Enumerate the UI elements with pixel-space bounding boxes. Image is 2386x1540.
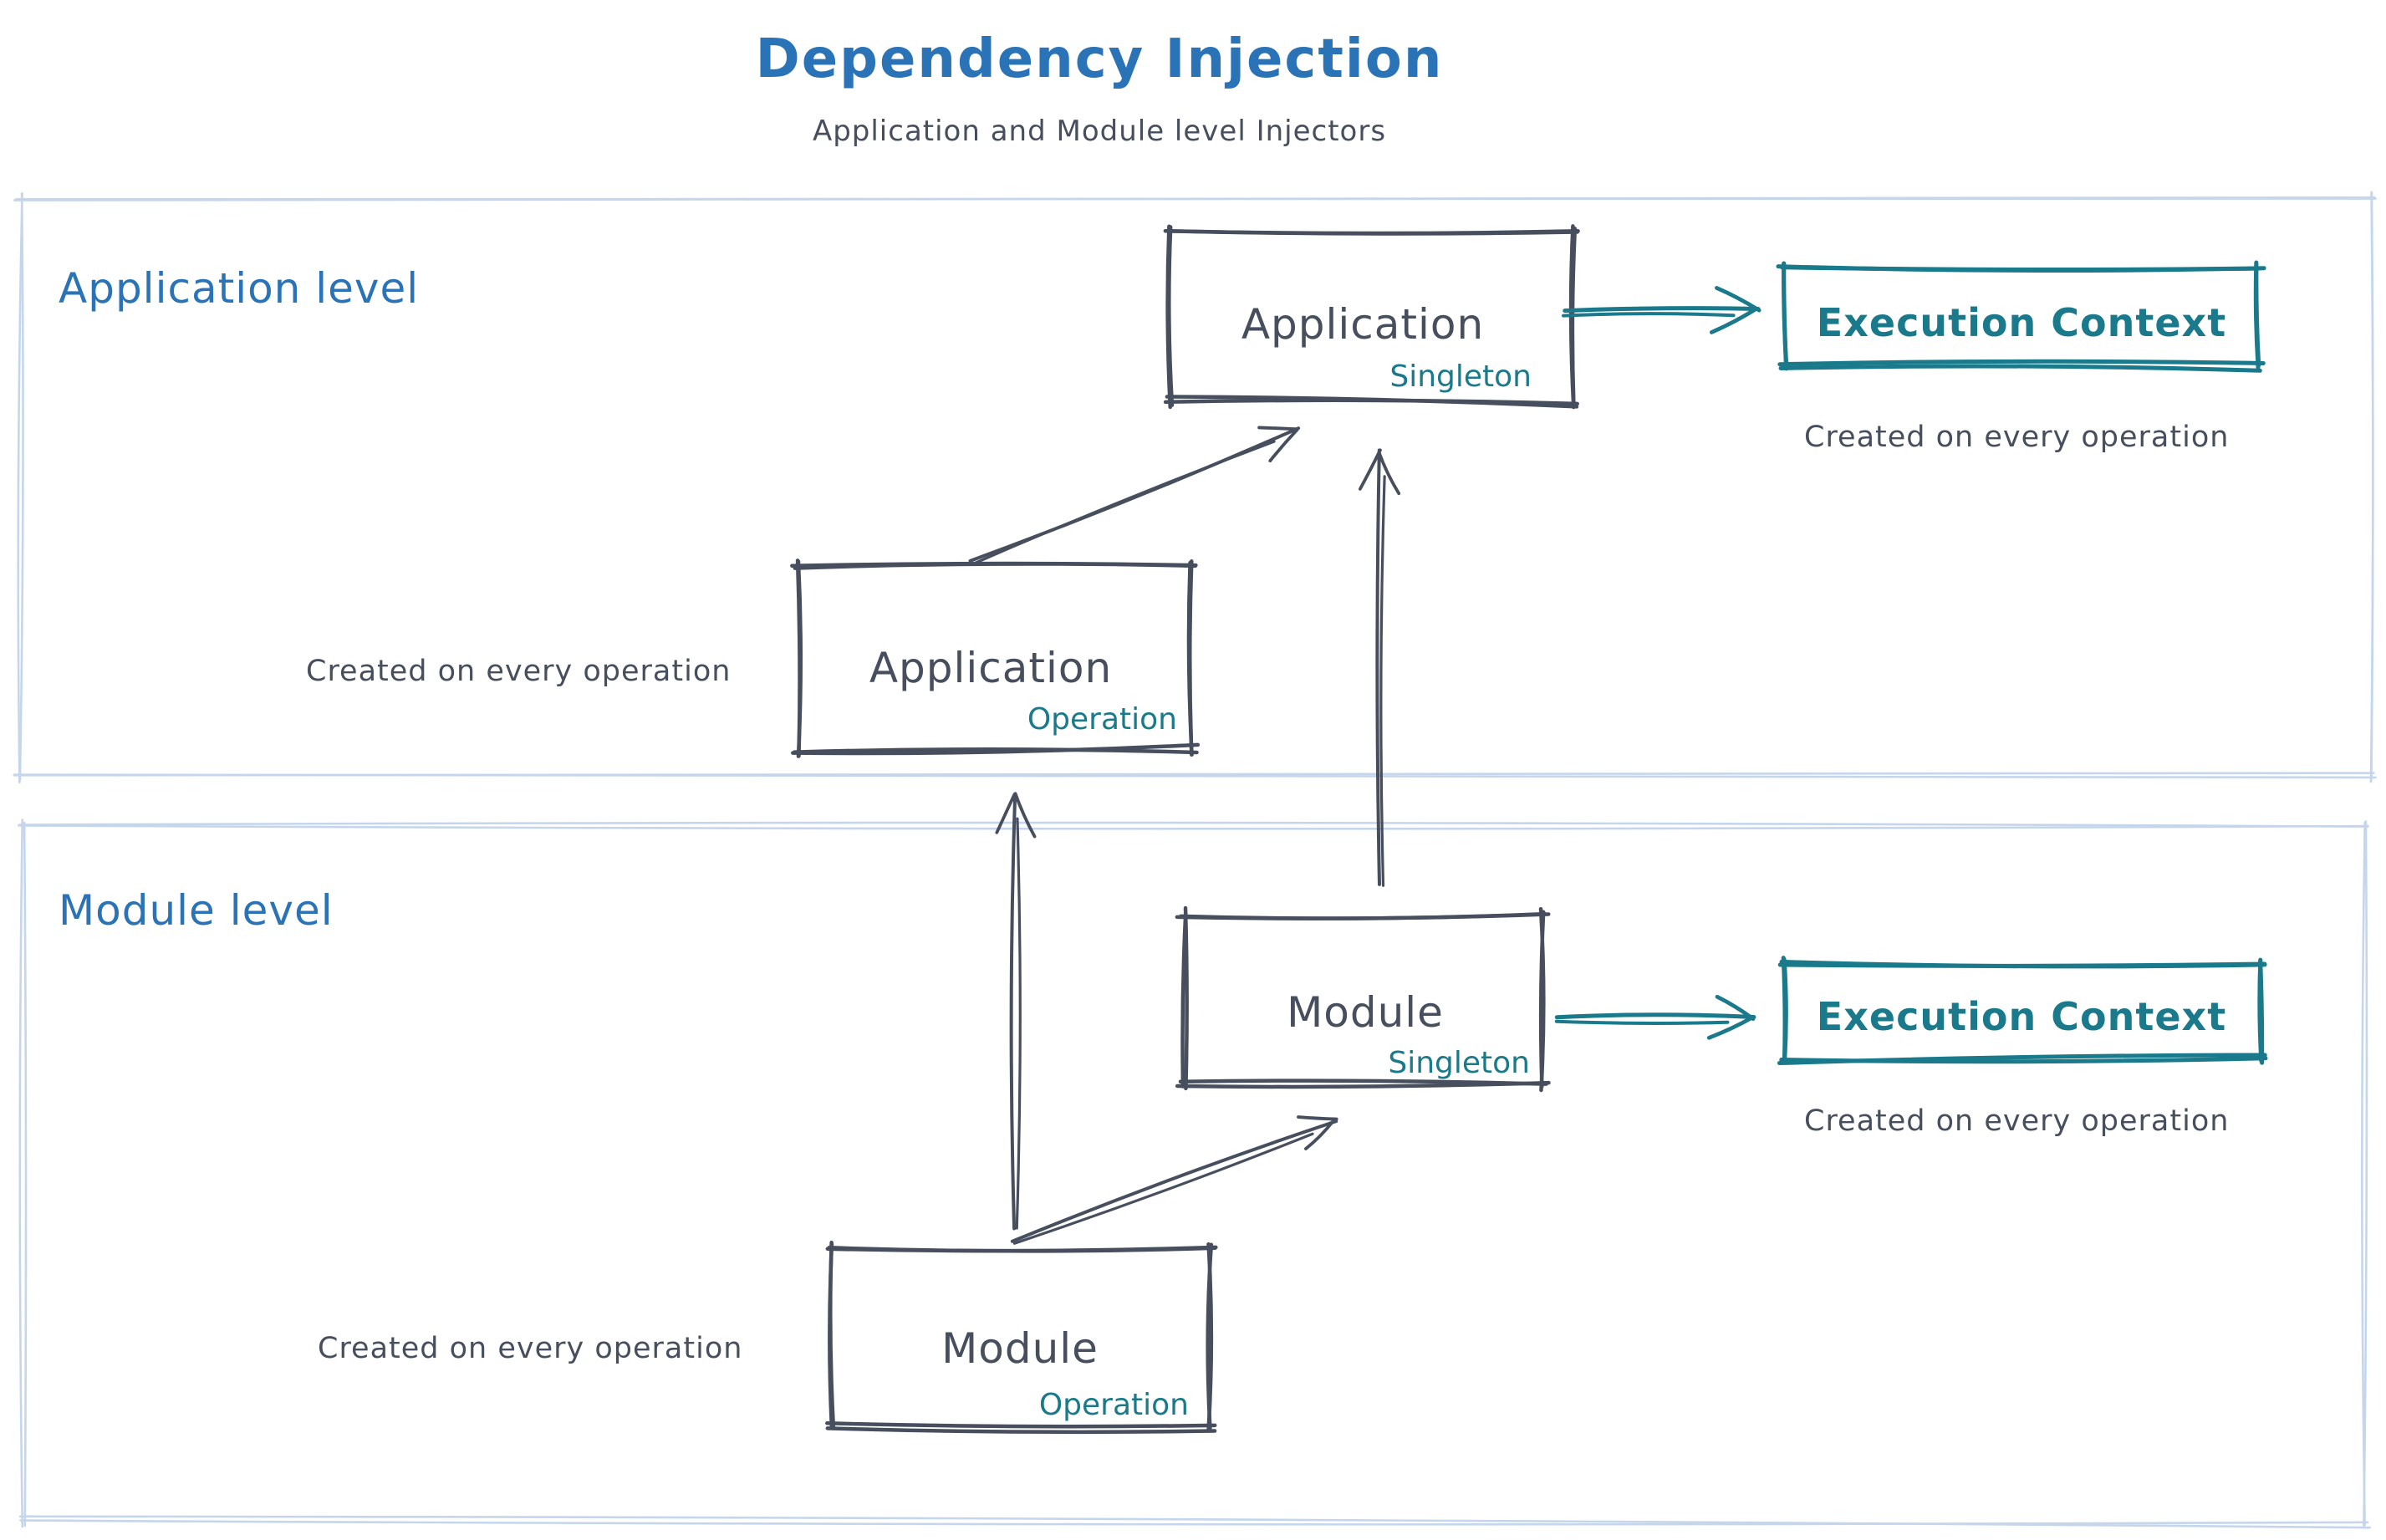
app-operation-caption: Created on every operation [306, 655, 731, 688]
app-singleton-title: Application [1241, 300, 1484, 349]
arrow-app-operation-to-app-singleton [968, 426, 1301, 566]
module-operation-title: Module [941, 1324, 1099, 1373]
app-singleton-badge: Singleton [1389, 360, 1532, 394]
arrow-module-operation-to-module-singleton [1010, 1115, 1338, 1245]
app-operation-box [790, 558, 1201, 758]
arrow-module-singleton-to-app-singleton [1358, 448, 1401, 887]
module-level-frame [17, 818, 2371, 1529]
page-subtitle: Application and Module level Injectors [813, 115, 1386, 148]
execution-context-module-caption: Created on every operation [1804, 1104, 2229, 1138]
arrow-module-singleton-to-execution-context [1554, 994, 1756, 1040]
module-level-label: Module level [59, 886, 334, 935]
module-operation-badge: Operation [1039, 1388, 1189, 1422]
module-singleton-badge: Singleton [1388, 1046, 1530, 1080]
execution-context-app-title: Execution Context [1817, 300, 2226, 345]
execution-context-app-box [1776, 260, 2266, 373]
page-title: Dependency Injection [756, 28, 1444, 90]
module-operation-box [825, 1240, 1218, 1435]
execution-context-module-title: Execution Context [1817, 994, 2226, 1039]
module-singleton-box [1175, 905, 1551, 1093]
execution-context-app-caption: Created on every operation [1804, 421, 2229, 454]
arrow-app-singleton-to-execution-context [1562, 286, 1761, 334]
module-singleton-title: Module [1287, 988, 1444, 1037]
execution-context-module-box [1777, 956, 2268, 1066]
app-operation-badge: Operation [1027, 702, 1177, 737]
app-operation-title: Application [869, 644, 1112, 692]
application-level-label: Application level [59, 264, 419, 313]
arrow-module-operation-to-app-operation [995, 792, 1037, 1231]
module-operation-caption: Created on every operation [318, 1332, 742, 1365]
